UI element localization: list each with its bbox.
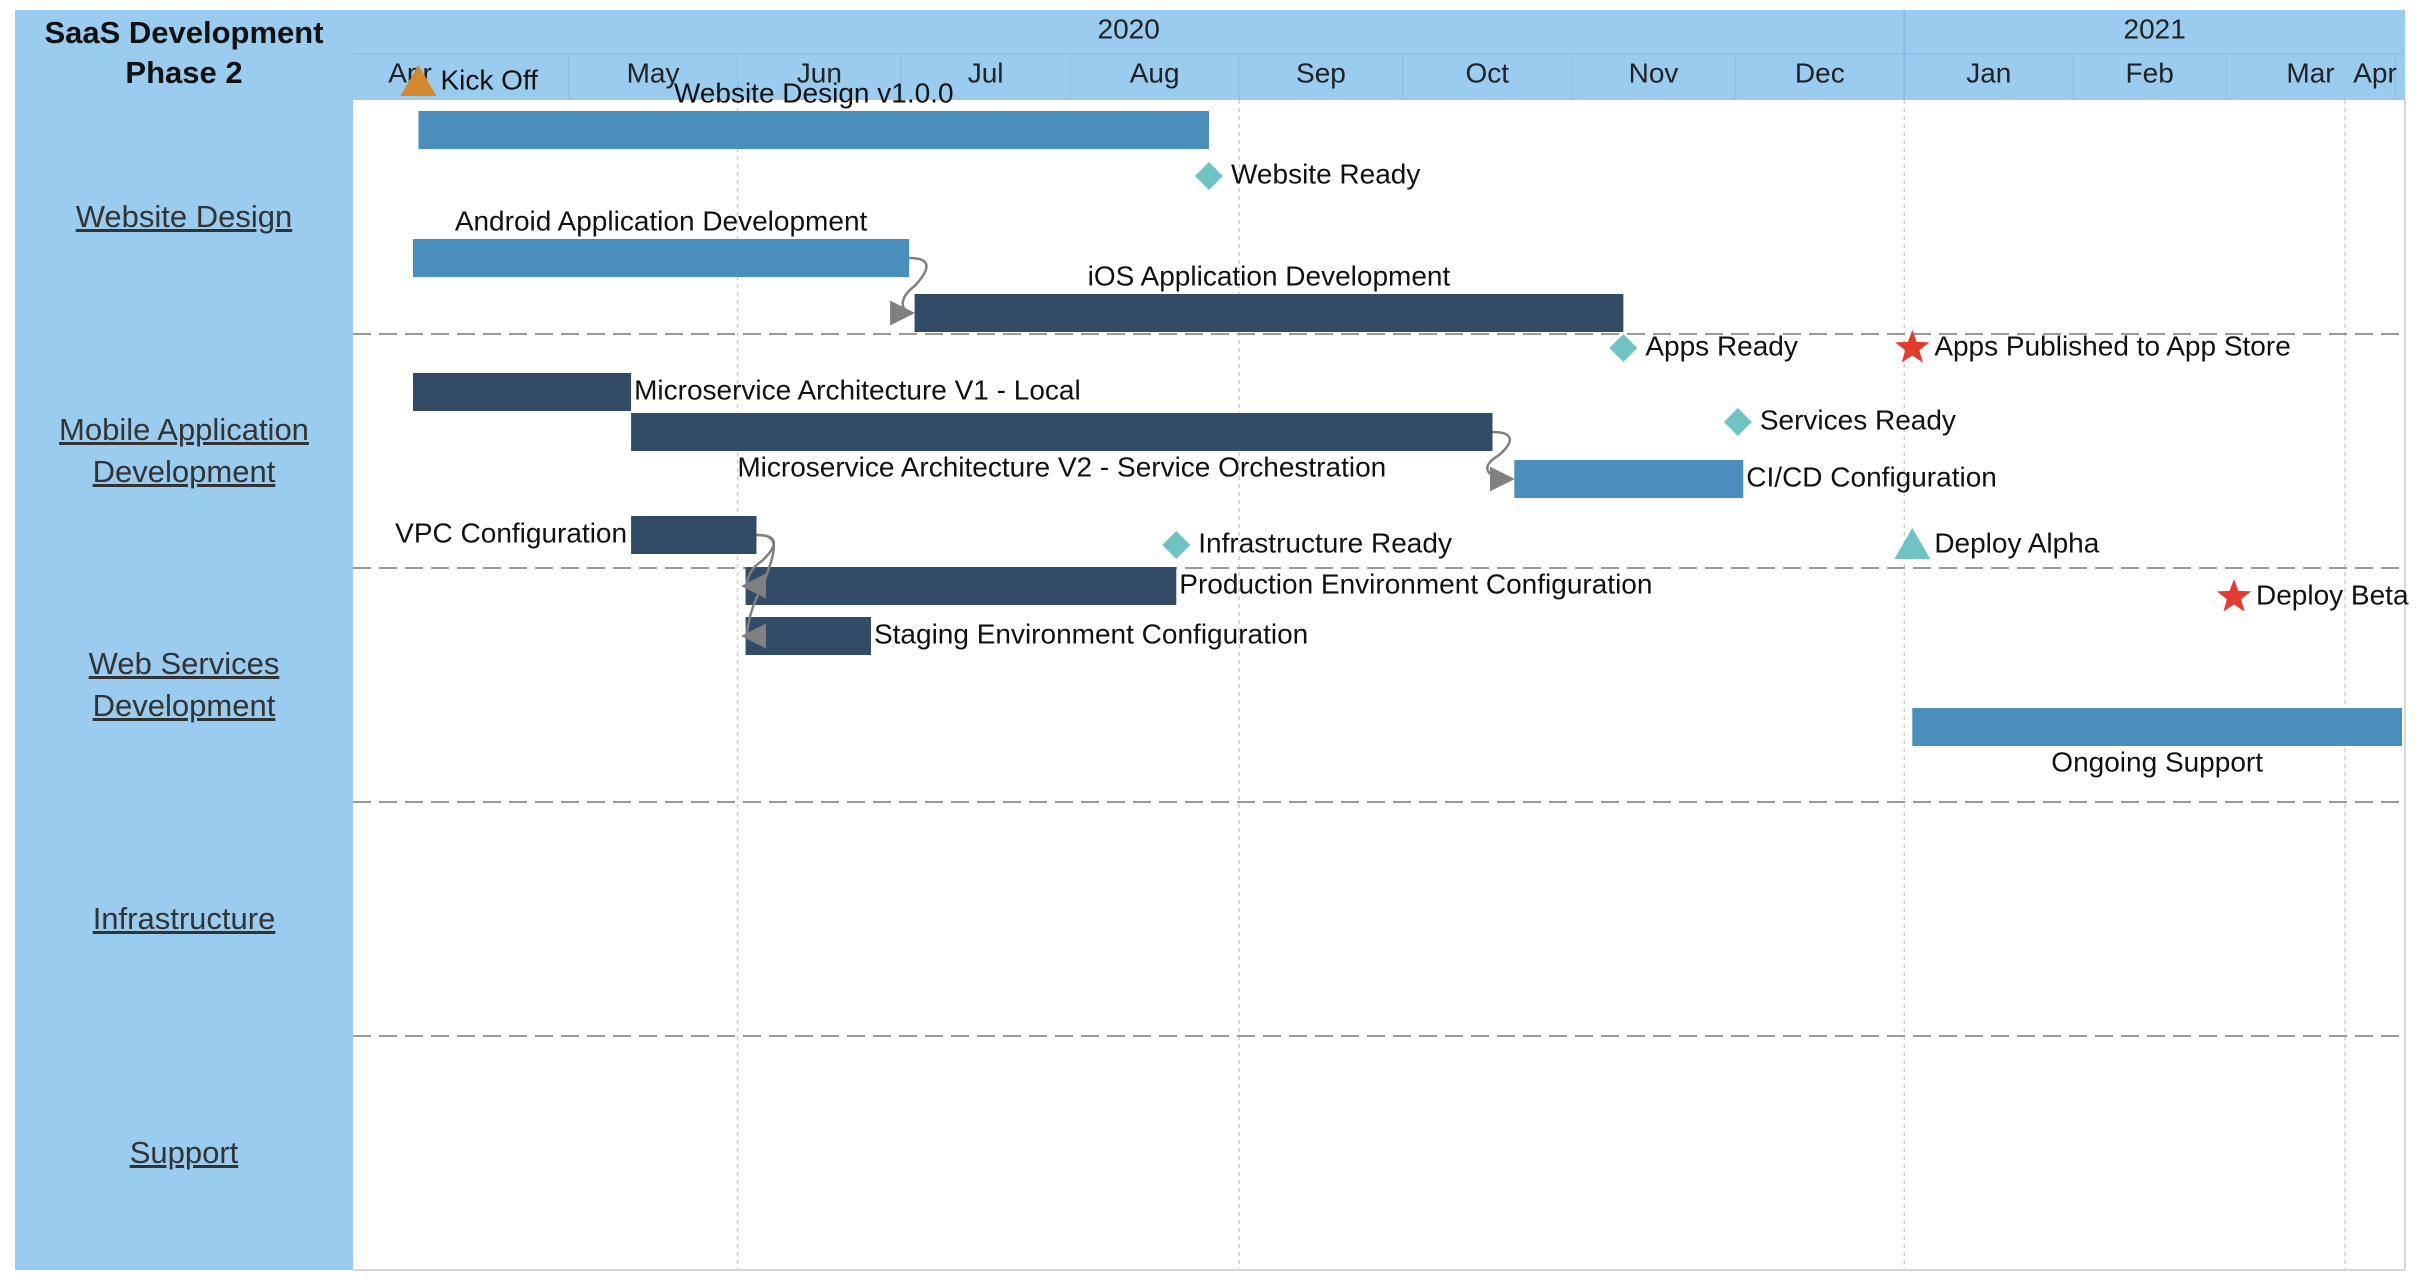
task-bar [418,111,1210,149]
month-label: Mar [2286,57,2334,88]
task-bar [631,413,1493,451]
month-label: Jan [1966,57,2011,88]
milestone-label: Deploy Alpha [1934,527,2099,558]
chart-title: SaaS Development Phase 2 [15,10,353,96]
row-label-line: Support [129,1135,239,1170]
month-label: Nov [1629,57,1679,88]
task-label: Microservice Architecture V1 - Local [634,374,1081,405]
row-label-line: Web Services [88,646,280,681]
task-bar [914,294,1624,332]
task-label: Staging Environment Configuration [874,618,1308,649]
dependency-arrow [741,533,776,649]
month-label: Jun [797,57,842,88]
diamond-milestone-icon [1609,334,1638,362]
month-label: Dec [1795,57,1845,88]
milestone-label: Kick Off [440,64,538,95]
triangle-milestone-icon [400,65,437,96]
year-label: 2020 [1098,13,1160,44]
dependency-arrow [890,256,928,326]
task-bar [413,239,910,277]
diamond-milestone-icon [1162,531,1191,559]
milestone-label: Website Ready [1231,158,1420,189]
timeline-header-bg [15,10,2405,100]
row-label-support[interactable]: Support [15,1036,353,1270]
task-bar [745,617,871,655]
milestone-label: Infrastructure Ready [1198,527,1452,558]
milestone-label: Services Ready [1760,404,1956,435]
task-label: Microservice Architecture V2 - Service O… [737,451,1386,482]
chart-title-line-1: SaaS Development [44,15,324,50]
milestone-label: Apps Published to App Store [1934,330,2290,361]
task-label: iOS Application Development [1088,260,1451,291]
row-label-line: Website Design [75,199,293,234]
task-bar [631,516,757,554]
diamond-milestone-icon [1723,408,1752,436]
star-milestone-icon [2216,579,2252,612]
task-label: Production Environment Configuration [1179,568,1652,599]
task-bar [413,373,632,411]
dependency-arrow [1486,430,1515,492]
row-label-mobile-application-development[interactable]: Mobile Application Development [15,334,353,568]
row-label-line: Mobile Application [59,412,309,447]
task-label: Ongoing Support [2051,746,2263,777]
star-milestone-icon [1895,330,1930,363]
task-label: Website Design v1.0.0 [674,77,954,108]
milestone-label: Deploy Beta [2256,579,2409,610]
task-label: VPC Configuration [395,517,627,548]
chart-title-line-2: Phase 2 [125,55,243,90]
task-label: CI/CD Configuration [1746,461,1997,492]
month-label: Oct [1465,57,1509,88]
month-label: Apr [2353,57,2397,88]
month-label: May [627,57,680,88]
row-label-column-bg [15,10,353,1270]
row-label-line: Development [92,688,276,723]
row-label-web-services-development[interactable]: Web Services Development [15,568,353,802]
task-bar [745,567,1177,605]
diamond-milestone-icon [1195,162,1223,190]
row-label-website-design[interactable]: Website Design [15,100,353,334]
row-label-infrastructure[interactable]: Infrastructure [15,802,353,1036]
month-label: Sep [1296,57,1346,88]
milestone-label: Apps Ready [1645,330,1798,361]
month-label: Jul [968,57,1004,88]
task-label: Android Application Development [455,205,868,236]
task-bar [1514,460,1744,498]
triangle-milestone-icon [1894,528,1931,559]
task-bar [1912,708,2402,746]
year-label: 2021 [2124,13,2186,44]
month-label: Aug [1130,57,1180,88]
month-label: Feb [2126,57,2174,88]
row-label-line: Development [92,454,276,489]
row-label-line: Infrastructure [92,901,276,936]
